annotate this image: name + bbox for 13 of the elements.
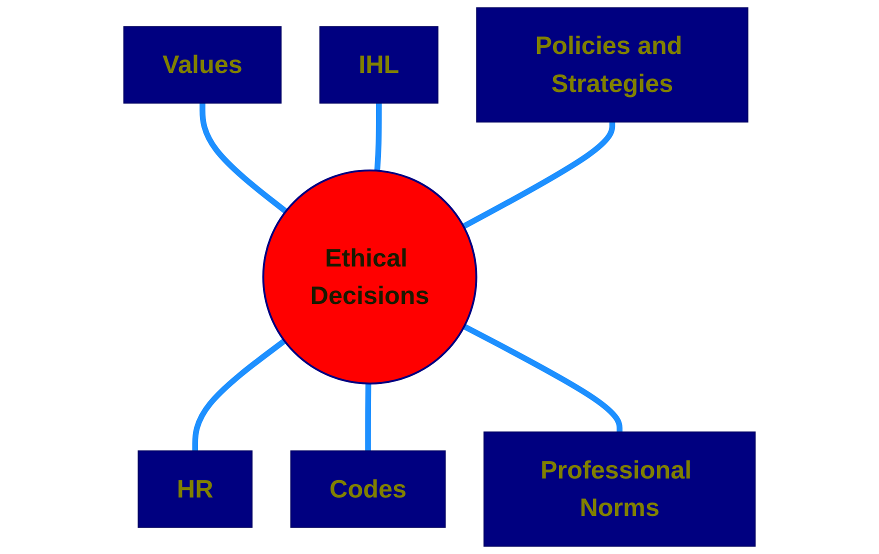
node-box: HR — [138, 450, 253, 528]
node-circle: Ethical Decisions — [262, 170, 478, 384]
connector — [462, 122, 616, 229]
connector — [365, 384, 372, 451]
connector — [374, 103, 382, 171]
node-box: Policies and Strategies — [476, 7, 748, 123]
connector — [462, 324, 622, 432]
node-box: Values — [123, 26, 282, 104]
node-box: Professional Norms — [484, 431, 756, 547]
node-box: Codes — [290, 450, 446, 528]
node-box: IHL — [319, 26, 438, 104]
connector — [200, 103, 288, 214]
connector — [192, 338, 286, 451]
